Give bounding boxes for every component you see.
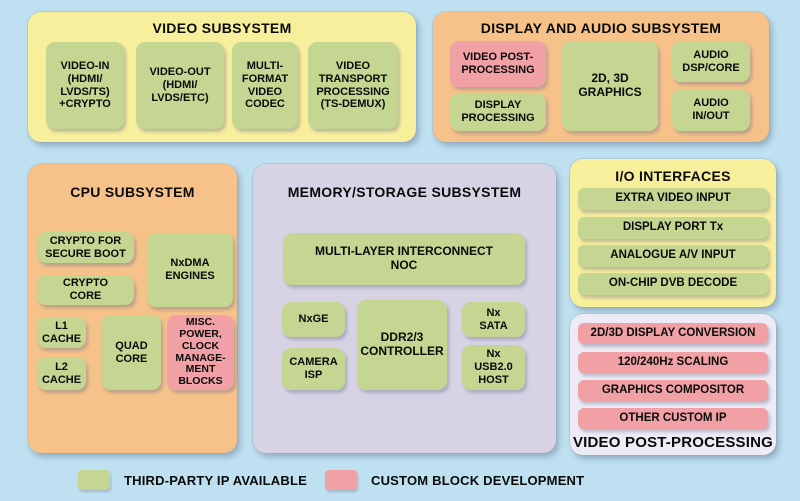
legend-item-third-party-ip: THIRD-PARTY IP AVAILABLE <box>78 469 307 491</box>
block-video-post-processing: VIDEO POST- PROCESSING <box>450 41 546 87</box>
block-crypto-core: CRYPTO CORE <box>37 275 134 305</box>
legend-swatch-pink <box>325 470 357 490</box>
video-subsystem-title: VIDEO SUBSYSTEM <box>152 20 292 36</box>
block-multi-format-video-codec: MULTI- FORMAT VIDEO CODEC <box>232 42 298 129</box>
block-l1-cache: L1 CACHE <box>37 317 86 348</box>
block-camera-isp: CAMERA ISP <box>282 348 345 390</box>
row-2d3d-display-conversion: 2D/3D DISPLAY CONVERSION <box>578 323 768 344</box>
row-on-chip-dvb-decode: ON-CHIP DVB DECODE <box>578 273 768 295</box>
panel-video-post-processing: 2D/3D DISPLAY CONVERSION 120/240Hz SCALI… <box>570 314 776 455</box>
block-nx-usb-host: Nx USB2.0 HOST <box>462 345 525 390</box>
block-nx-sata: Nx SATA <box>462 302 525 337</box>
block-display-processing: DISPLAY PROCESSING <box>450 93 546 131</box>
block-2d-3d-graphics: 2D, 3D GRAPHICS <box>562 41 658 131</box>
panel-display-audio-subsystem: DISPLAY AND AUDIO SUBSYSTEM VIDEO POST- … <box>433 12 769 142</box>
video-post-processing-title: VIDEO POST-PROCESSING <box>572 434 774 451</box>
row-other-custom-ip: OTHER CUSTOM IP <box>578 408 768 429</box>
io-interfaces-title: I/O INTERFACES <box>615 168 731 184</box>
row-120-240hz-scaling: 120/240Hz SCALING <box>578 352 768 373</box>
block-video-in: VIDEO-IN (HDMI/ LVDS/TS) +CRYPTO <box>46 42 124 129</box>
row-analogue-av-input: ANALOGUE A/V INPUT <box>578 245 768 267</box>
legend-swatch-green <box>78 470 110 490</box>
display-audio-subsystem-title: DISPLAY AND AUDIO SUBSYSTEM <box>480 20 722 36</box>
block-video-transport-processing: VIDEO TRANSPORT PROCESSING (TS-DEMUX) <box>308 42 398 129</box>
panel-io-interfaces: I/O INTERFACES EXTRA VIDEO INPUT DISPLAY… <box>570 159 776 307</box>
legend-item-custom-block: CUSTOM BLOCK DEVELOPMENT <box>325 469 584 491</box>
block-misc-power-clock-management: MISC. POWER, CLOCK MANAGE- MENT BLOCKS <box>167 315 234 390</box>
block-crypto-secure-boot: CRYPTO FOR SECURE BOOT <box>37 232 134 263</box>
legend-label-custom-block: CUSTOM BLOCK DEVELOPMENT <box>371 472 585 488</box>
legend-label-third-party-ip: THIRD-PARTY IP AVAILABLE <box>124 472 307 488</box>
row-extra-video-input: EXTRA VIDEO INPUT <box>578 188 768 210</box>
block-quad-core: QUAD CORE <box>102 315 161 390</box>
memory-storage-subsystem-title: MEMORY/STORAGE SUBSYSTEM <box>287 184 522 200</box>
block-multi-layer-interconnect-noc: MULTI-LAYER INTERCONNECT NOC <box>283 233 525 285</box>
panel-video-subsystem: VIDEO SUBSYSTEM VIDEO-IN (HDMI/ LVDS/TS)… <box>28 12 416 142</box>
block-ddr-controller: DDR2/3 CONTROLLER <box>357 300 447 390</box>
block-l2-cache: L2 CACHE <box>37 357 86 390</box>
row-display-port-tx: DISPLAY PORT Tx <box>578 217 768 239</box>
block-video-out: VIDEO-OUT (HDMI/ LVDS/ETC) <box>136 42 224 129</box>
cpu-subsystem-title: CPU SUBSYSTEM <box>70 184 195 200</box>
panel-cpu-subsystem: CPU SUBSYSTEM CRYPTO FOR SECURE BOOT CRY… <box>28 164 237 453</box>
block-nxge: NxGE <box>282 302 345 337</box>
block-audio-in-out: AUDIO IN/OUT <box>672 89 750 131</box>
block-audio-dsp-core: AUDIO DSP/CORE <box>672 41 750 82</box>
row-graphics-compositor: GRAPHICS COMPOSITOR <box>578 380 768 401</box>
block-nxdma-engines: NxDMA ENGINES <box>147 233 233 307</box>
panel-memory-storage-subsystem: MEMORY/STORAGE SUBSYSTEM MULTI-LAYER INT… <box>253 164 556 453</box>
